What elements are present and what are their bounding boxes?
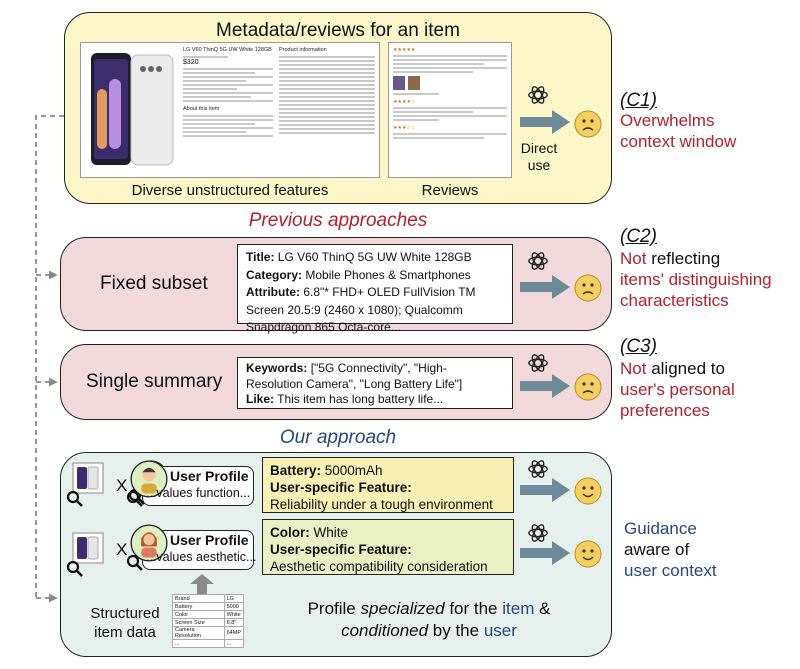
attr-key-cell: ... [172,639,225,648]
gray-arrow-4 [520,478,570,502]
sad-face-icon [574,274,602,302]
phone-icon [91,53,174,166]
about-heading-text: About this item [183,106,220,112]
x-symbol-1: X [116,476,128,495]
challenge-c2-id: (C2) [620,226,657,247]
phone-icon [72,462,104,494]
openai-logo-icon [528,524,548,542]
product-details-column: LG V60 ThinQ 5G UW White 128GB $320 Abou… [183,47,273,175]
user-avatar-icon [130,524,168,562]
attr-key-cell: Battery [172,602,225,611]
feature-box-1: Battery: 5000mAh User-specific Feature: … [262,457,514,513]
feature-box-2: Color: White User-specific Feature: Aest… [262,519,514,575]
fixed-subset-box: Title: LG V60 ThinQ 5G UW White 128GB Ca… [237,244,513,334]
magnifier-icon [126,554,143,571]
caption-features: Diverse unstructured features [131,182,329,199]
product-title-text: LG V60 ThinQ 5G UW White 128GB [183,47,272,53]
previous-approaches-label: Previous approaches [248,210,428,231]
gray-arrow-3 [520,374,570,398]
challenge-c2-text: Not reflecting items' distinguishing cha… [620,249,772,310]
magnifier-icon [126,490,143,507]
structured-item-label: Structured item data [90,605,160,641]
magnifier-icon [66,490,83,507]
attr-value-cell: White [223,610,245,619]
attr-key-cell: Screen Size [172,618,225,627]
happy-face-icon [574,540,602,568]
gray-arrow-2 [520,275,570,299]
happy-face-icon [574,477,602,505]
product-price-text: $320 [183,58,199,66]
metadata-panel-title: Metadata/reviews for an item [216,20,460,41]
attr-key-cell: Camera Resolution [172,626,225,640]
guidance-text: Guidance aware of user context [624,519,717,580]
openai-logo-icon [528,86,548,104]
openai-logo-icon [528,252,548,270]
openai-logo-icon [528,354,548,372]
fixed-subset-label: Fixed subset [100,273,208,294]
user-profile-2-title: User Profile [170,532,249,548]
spec-heading-text: Product information [279,47,327,53]
openai-logo-icon [528,460,548,478]
direct-use-label: Direct use [520,140,558,173]
attr-value-cell: 6.8" [223,618,245,627]
phone-icon [72,532,104,564]
user-profile-1-title: User Profile [170,468,249,484]
up-arrow-icon [190,574,214,596]
gray-arrow-5 [520,541,570,565]
challenge-c3-text: Not aligned to user's personal preferenc… [620,359,735,420]
x-symbol-2: X [116,540,128,559]
single-summary-box: Keywords: ["5G Connectivity", "High- Res… [237,357,513,409]
user-profile-1-sub: ...values function... [146,486,251,500]
attr-value-cell: 5000 [223,602,245,611]
challenge-c3-id: (C3) [620,336,657,357]
caption-reviews: Reviews [421,182,479,199]
attr-value-cell: ... [223,639,245,648]
user-avatar-icon [130,460,168,498]
attr-value-cell: LG [223,594,245,603]
challenge-c1-id: (C1) [620,90,657,111]
magnifier-icon [66,560,83,577]
attr-value-cell: 64MP [223,626,245,640]
product-page-thumbnail: LG V60 ThinQ 5G UW White 128GB $320 Abou… [80,42,380,178]
our-approach-label: Our approach [279,427,397,448]
reviews-thumbnail: ★★★★★ ★★★★☆ ★★★☆☆ [388,42,512,178]
challenge-c1-text: Overwhelms context window [620,111,737,151]
sad-face-icon [574,110,602,138]
attr-table-row: ...... [172,639,245,648]
user-profile-2-sub: ...values aesthetic... [146,550,257,564]
attr-key-cell: Color [172,610,225,619]
profile-caption: Profile specialized for the item & condi… [307,599,551,640]
product-spec-column: Product information [279,47,375,175]
gray-arrow-1 [520,110,570,134]
attr-key-cell: Brand [172,594,225,603]
single-summary-label: Single summary [86,371,223,392]
sad-face-icon [574,373,602,401]
